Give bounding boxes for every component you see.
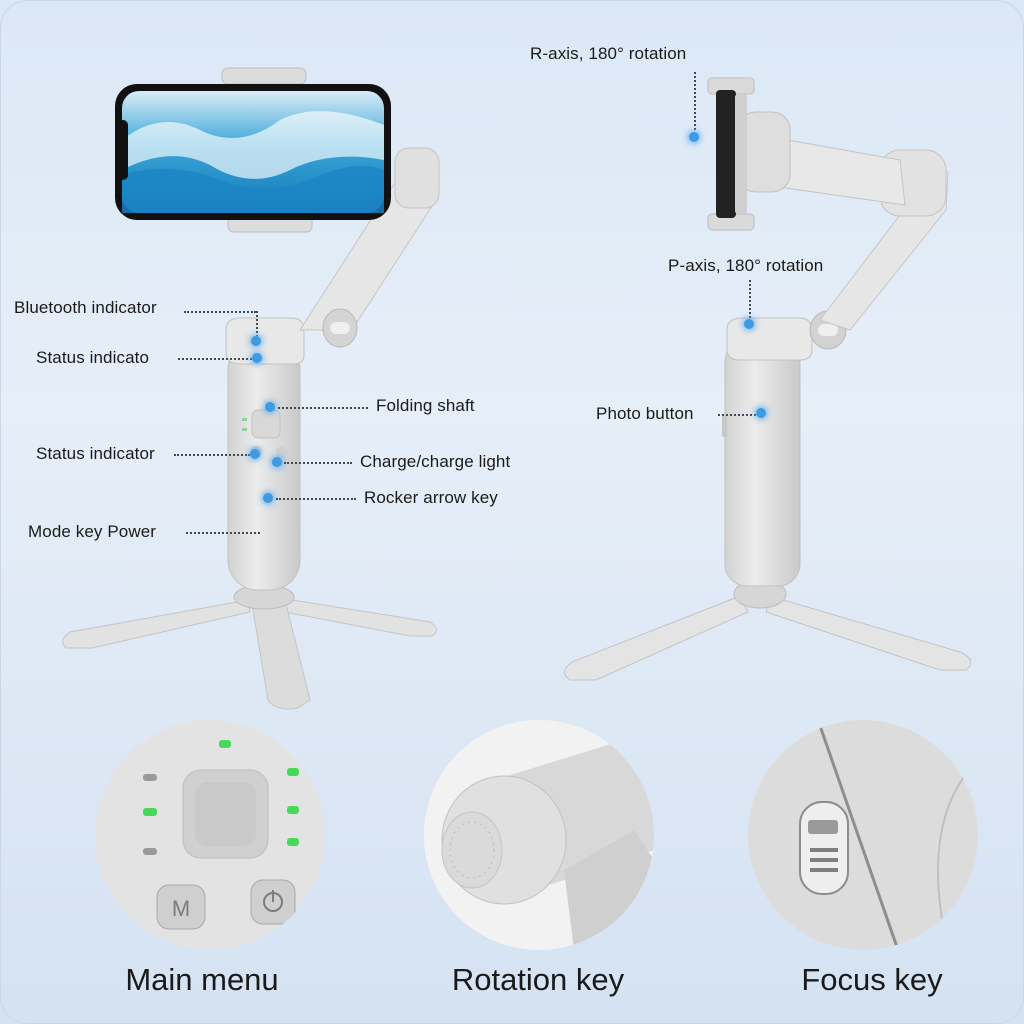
bluetooth-indicator-leader-v (256, 311, 258, 337)
gimbal-side-view (564, 77, 972, 681)
r-axis-dot (689, 132, 699, 142)
rocker-arrow-key-label: Rocker arrow key (364, 488, 498, 507)
r-axis-leader (694, 72, 696, 130)
photo-button-leader (718, 414, 756, 416)
main-menu-closeup: M (95, 720, 325, 950)
rotation-key-closeup (424, 720, 654, 950)
folding-shaft-label: Folding shaft (376, 396, 475, 415)
status-indicator-dot (250, 449, 260, 459)
charge-light-dot (272, 457, 282, 467)
folding-shaft-leader (278, 407, 368, 409)
folding-shaft-dot (265, 402, 275, 412)
focus-key-closeup (748, 720, 978, 950)
charge-light-leader (284, 462, 352, 464)
status-indicator-label: Status indicator (36, 444, 155, 463)
charge-light-label: Charge/charge light (360, 452, 511, 471)
focus-key-caption: Focus key (801, 962, 943, 997)
mode-button-glyph: M (171, 896, 191, 921)
p-axis-dot (744, 319, 754, 329)
status-indicator-leader (174, 454, 250, 456)
bluetooth-indicator-label: Bluetooth indicator (14, 298, 157, 317)
main-menu-caption: Main menu (125, 962, 279, 997)
rocker-arrow-key-leader (276, 498, 356, 500)
rocker-arrow-key-dot (263, 493, 273, 503)
bluetooth-indicator-leader (184, 311, 256, 313)
mode-key-power-label: Mode key Power (28, 522, 157, 541)
photo-button-dot (756, 408, 766, 418)
bluetooth-indicator-dot (251, 336, 261, 346)
r-axis-label: R-axis, 180° rotation (530, 44, 687, 63)
photo-button-label: Photo button (596, 404, 694, 423)
status-indicato-label: Status indicato (36, 348, 150, 367)
p-axis-label: P-axis, 180° rotation (668, 256, 824, 275)
mode-key-power-leader (186, 532, 260, 534)
status-indicato-dot (252, 353, 262, 363)
p-axis-leader (749, 280, 751, 318)
rotation-key-caption: Rotation key (451, 962, 625, 997)
status-indicato-leader (178, 358, 252, 360)
gimbal-front-view (62, 67, 440, 710)
